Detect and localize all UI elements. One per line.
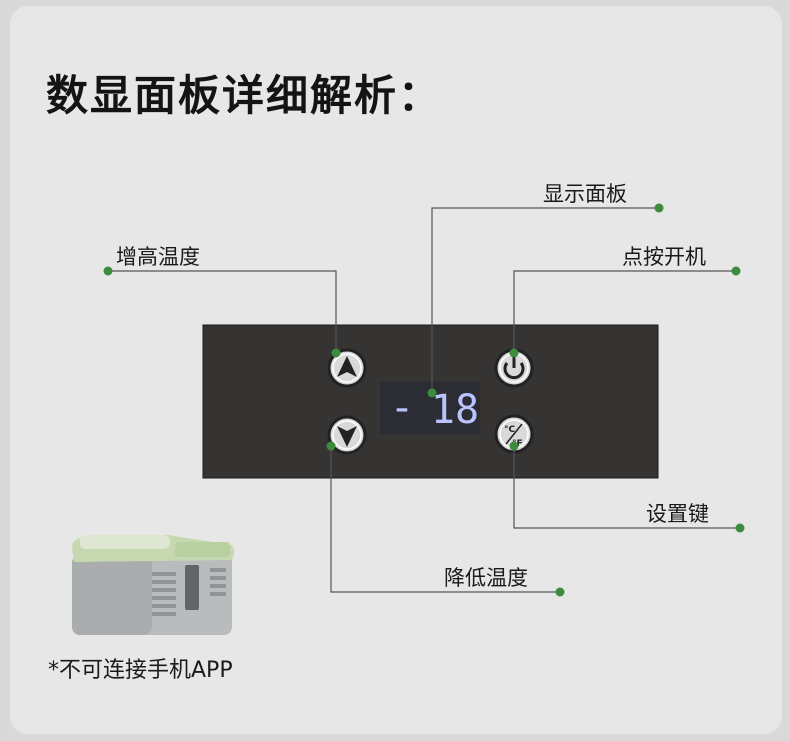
down-arrow-icon xyxy=(337,426,357,447)
app-note: *不可连接手机APP xyxy=(48,658,233,683)
cooler-product-image xyxy=(72,535,234,635)
display-minus: - xyxy=(395,385,409,431)
label-decrease-temp: 降低温度 xyxy=(444,566,528,590)
label-increase-temp: 增高温度 xyxy=(116,245,200,269)
page-title: 数显面板详细解析： xyxy=(46,71,443,120)
connector-lines xyxy=(108,207,740,593)
label-settings-key: 设置键 xyxy=(646,502,709,526)
display-value: 18 xyxy=(431,387,479,433)
dot-settings-key xyxy=(735,523,745,533)
label-power-on: 点按开机 xyxy=(622,245,706,269)
connector-dots xyxy=(103,203,745,597)
power-button[interactable] xyxy=(494,348,534,388)
dot-decrease-temp xyxy=(555,587,565,597)
dot-increase-temp xyxy=(103,266,113,276)
increase-temp-button[interactable] xyxy=(327,348,367,388)
decrease-temp-button[interactable] xyxy=(327,415,367,455)
up-arrow-icon xyxy=(337,356,357,377)
dot-power-on xyxy=(731,266,741,276)
label-display-panel: 显示面板 xyxy=(543,182,627,206)
celsius-label: °C xyxy=(504,425,516,435)
dot-display-panel xyxy=(654,203,664,213)
power-icon xyxy=(503,362,525,380)
